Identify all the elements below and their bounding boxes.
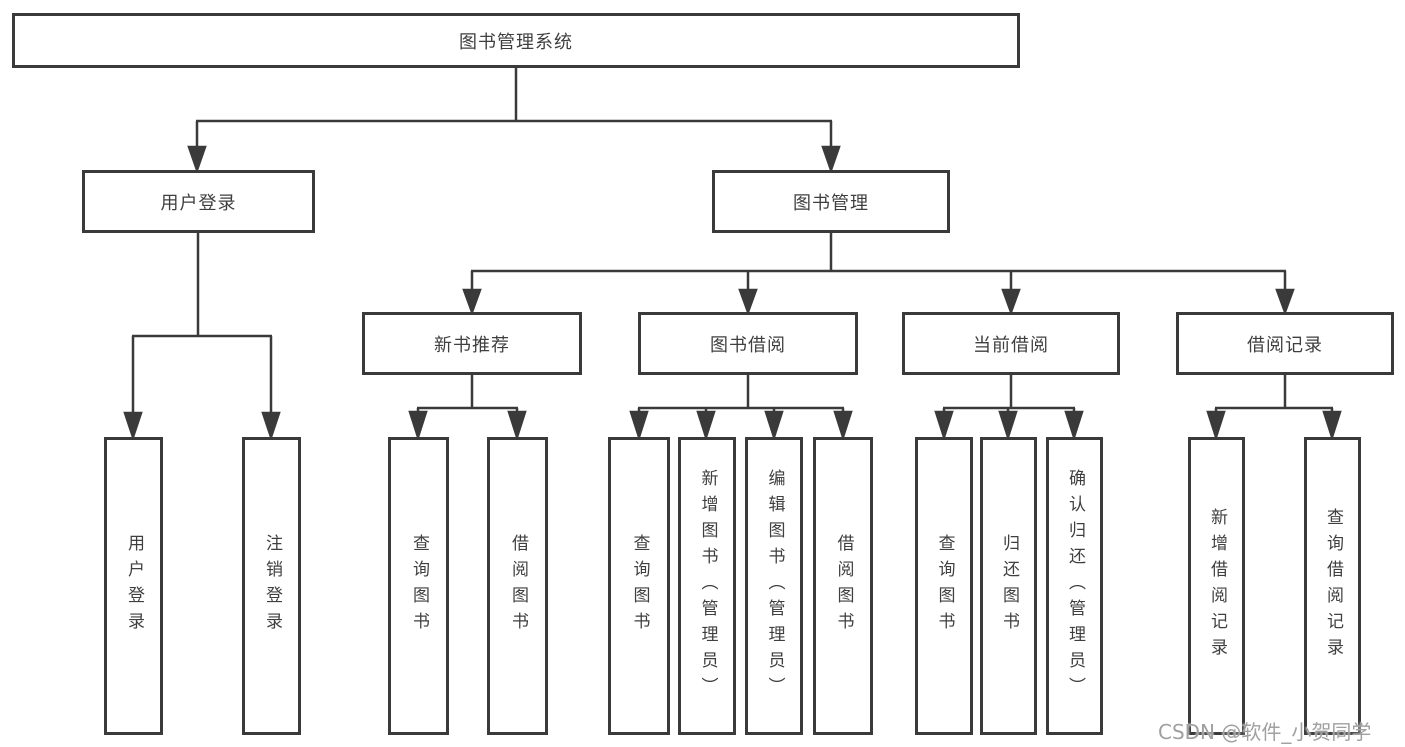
leaf-label: 新增图书（管理员） [697, 469, 718, 703]
leaf-label: 查询借阅记录 [1323, 508, 1343, 664]
node-label: 借阅记录 [1247, 334, 1323, 356]
leaf-query-books-current: 查询图书 [915, 437, 973, 735]
node-label: 新书推荐 [434, 334, 510, 356]
leaf-query-books-recommend: 查询图书 [388, 437, 449, 735]
node-label: 当前借阅 [973, 334, 1049, 356]
node-user-login: 用户登录 [82, 170, 315, 233]
leaf-query-books-borrow: 查询图书 [608, 437, 670, 735]
node-label: 图书借阅 [710, 334, 786, 356]
leaf-return-book: 归还图书 [980, 437, 1037, 735]
leaf-label: 注销登录 [262, 534, 282, 638]
node-label: 图书管理系统 [459, 31, 573, 53]
leaf-user-login: 用户登录 [104, 437, 163, 735]
node-new-book-recommend: 新书推荐 [362, 312, 582, 375]
leaf-label: 编辑图书（管理员） [764, 469, 785, 703]
node-library-management-system: 图书管理系统 [12, 13, 1020, 68]
leaf-borrow-books: 借阅图书 [813, 437, 873, 735]
leaf-logout: 注销登录 [242, 437, 301, 735]
node-current-borrow: 当前借阅 [902, 312, 1120, 375]
leaf-label: 查询图书 [934, 534, 955, 638]
leaf-label: 用户登录 [124, 534, 144, 638]
leaf-label: 新增借阅记录 [1207, 508, 1227, 664]
leaf-query-borrow-record: 查询借阅记录 [1304, 437, 1361, 735]
leaf-label: 借阅图书 [833, 534, 854, 638]
leaf-label: 归还图书 [999, 534, 1019, 638]
leaf-add-borrow-record: 新增借阅记录 [1188, 437, 1245, 735]
node-label: 图书管理 [793, 192, 869, 214]
leaf-label: 查询图书 [409, 534, 429, 638]
leaf-label: 查询图书 [629, 534, 650, 638]
watermark: CSDN @软件_小贺同学 [1158, 720, 1372, 744]
leaf-label: 借阅图书 [508, 534, 528, 638]
node-borrow-records: 借阅记录 [1176, 312, 1394, 375]
node-book-management: 图书管理 [712, 170, 950, 233]
node-label: 用户登录 [160, 192, 237, 214]
leaf-borrow-books-recommend: 借阅图书 [487, 437, 548, 735]
leaf-add-book-admin: 新增图书（管理员） [678, 437, 736, 735]
leaf-label: 确认归还（管理员） [1065, 469, 1085, 703]
node-book-borrow: 图书借阅 [638, 312, 858, 375]
leaf-confirm-return-admin: 确认归还（管理员） [1046, 437, 1103, 735]
leaf-edit-book-admin: 编辑图书（管理员） [745, 437, 803, 735]
